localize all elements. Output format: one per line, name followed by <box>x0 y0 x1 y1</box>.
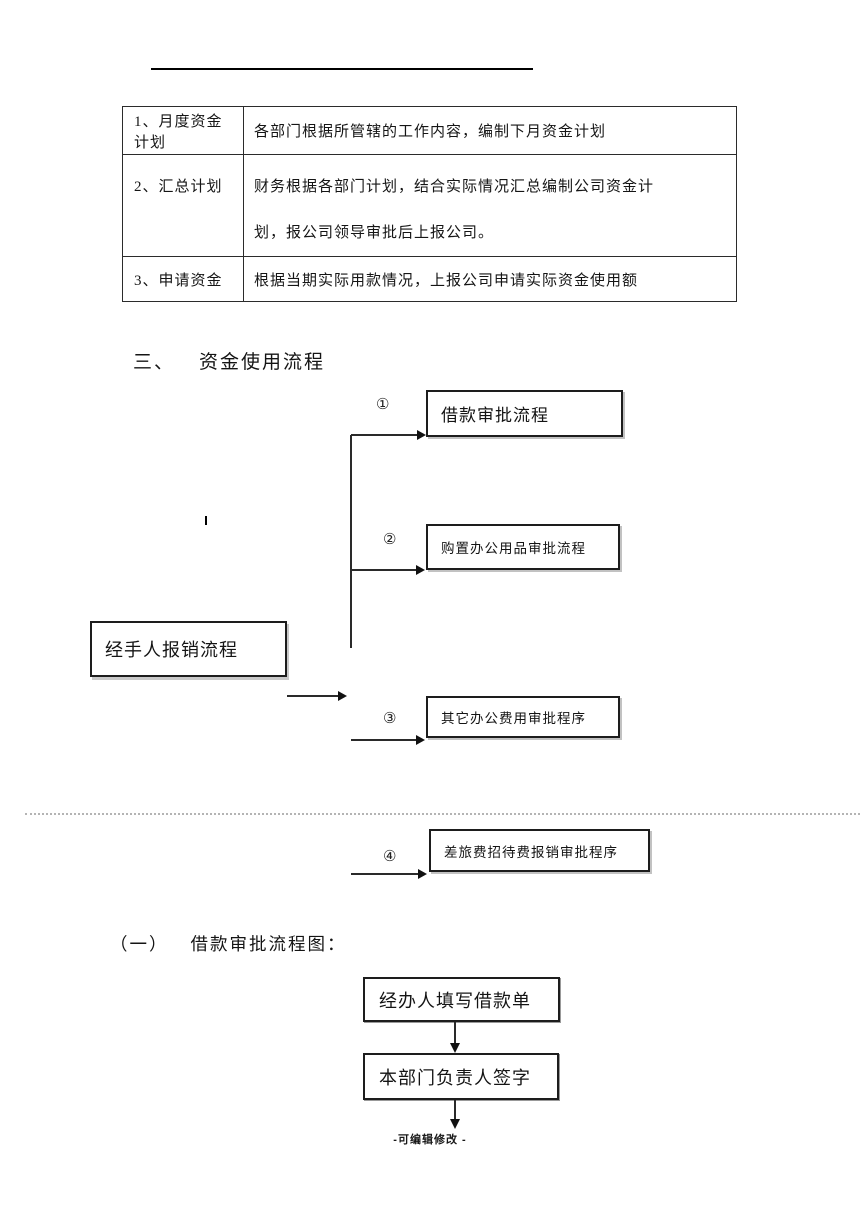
subsection-number: （一） <box>110 934 169 954</box>
row-label: 3、申请资金 <box>122 256 244 302</box>
branch3-number: ③ <box>383 711 397 727</box>
loan-arrow2-head-icon <box>450 1119 460 1129</box>
branch2-arrowhead-icon <box>416 565 425 575</box>
branch2-box: 购置办公用品审批流程 <box>426 524 620 570</box>
branch3-box: 其它办公费用审批程序 <box>426 696 620 738</box>
branch1-box: 借款审批流程 <box>426 390 623 437</box>
branch1-arrowhead-icon <box>417 430 426 440</box>
branch4-arrow-line <box>351 873 419 875</box>
source-box: 经手人报销流程 <box>90 621 287 677</box>
footer-editable-note: -可编辑修改 - <box>393 1134 467 1146</box>
page-break-dotted-line <box>25 813 860 815</box>
loan-arrow1-line <box>454 1022 456 1045</box>
row-content: 财务根据各部门计划，结合实际情况汇总编制公司资金计 划，报公司领导审批后上报公司… <box>243 154 737 257</box>
source-box-label: 经手人报销流程 <box>105 640 238 660</box>
branch4-arrowhead-icon <box>418 869 427 879</box>
table-row: 1、月度资金计划 各部门根据所管辖的工作内容，编制下月资金计划 <box>122 106 737 155</box>
branch1-arrow-line <box>351 434 418 436</box>
branch3-arrow-line <box>351 739 417 741</box>
branch1-label: 借款审批流程 <box>441 406 549 425</box>
fund-plan-table: 1、月度资金计划 各部门根据所管辖的工作内容，编制下月资金计划 2、汇总计划 财… <box>122 106 737 302</box>
loan-step1-label: 经办人填写借款单 <box>379 990 531 1011</box>
source-arrow-line <box>287 695 338 697</box>
branch4-number: ④ <box>383 849 397 865</box>
loan-arrow2-line <box>454 1100 456 1121</box>
branch1-number: ① <box>376 397 390 413</box>
row-content-line: 根据当期实际用款情况，上报公司申请实际资金使用额 <box>254 272 639 289</box>
row-content-line: 财务根据各部门计划，结合实际情况汇总编制公司资金计 <box>254 179 655 195</box>
section-title: 资金使用流程 <box>199 352 326 373</box>
row-content: 各部门根据所管辖的工作内容，编制下月资金计划 <box>243 106 737 155</box>
source-arrowhead-icon <box>338 691 347 701</box>
branch3-label: 其它办公费用审批程序 <box>441 711 586 726</box>
branch-trunk-line <box>350 435 352 648</box>
table-row: 3、申请资金 根据当期实际用款情况，上报公司申请实际资金使用额 <box>122 256 737 302</box>
loan-step1-box: 经办人填写借款单 <box>363 977 560 1022</box>
loan-step2-label: 本部门负责人签字 <box>379 1067 531 1088</box>
header-rule <box>151 68 533 70</box>
row-content: 根据当期实际用款情况，上报公司申请实际资金使用额 <box>243 256 737 302</box>
table-row: 2、汇总计划 财务根据各部门计划，结合实际情况汇总编制公司资金计 划，报公司领导… <box>122 154 737 257</box>
section-number: 三、 <box>133 352 176 373</box>
branch2-label: 购置办公用品审批流程 <box>441 541 586 556</box>
row-content-line: 各部门根据所管辖的工作内容，编制下月资金计划 <box>254 124 607 140</box>
section-heading: 三、 资金使用流程 <box>133 347 325 374</box>
stray-tick-mark <box>205 516 207 525</box>
branch2-number: ② <box>383 532 397 548</box>
branch2-arrow-line <box>351 569 417 571</box>
row-label: 1、月度资金计划 <box>122 106 244 155</box>
subsection-title: 借款审批流程图： <box>190 934 347 954</box>
branch3-arrowhead-icon <box>416 735 425 745</box>
branch4-box: 差旅费招待费报销审批程序 <box>429 829 650 872</box>
branch4-label: 差旅费招待费报销审批程序 <box>444 844 618 860</box>
row-label: 2、汇总计划 <box>122 154 244 257</box>
loan-step2-box: 本部门负责人签字 <box>363 1053 559 1100</box>
row-content-line: 划，报公司领导审批后上报公司。 <box>254 225 495 241</box>
subsection-heading: （一） 借款审批流程图： <box>110 931 347 956</box>
loan-arrow1-head-icon <box>450 1043 460 1053</box>
